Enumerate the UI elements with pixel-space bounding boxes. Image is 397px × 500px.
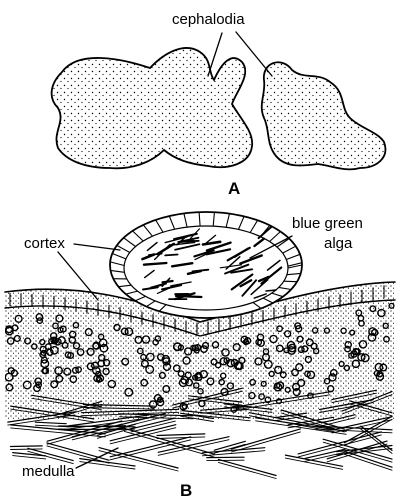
- panel-letter-a: A: [228, 179, 240, 198]
- hypha: [11, 449, 43, 450]
- label-cortex: cortex: [24, 235, 65, 252]
- hypha: [342, 453, 392, 470]
- alga-filament: [165, 255, 177, 256]
- hypha: [35, 422, 66, 424]
- label-cephalodia: cephalodia: [172, 11, 245, 28]
- hypha: [157, 437, 205, 439]
- hypha: [11, 446, 43, 447]
- cephalodium-wall-cell: [284, 281, 297, 282]
- panel-letter-b: B: [180, 481, 192, 500]
- hypha: [157, 434, 205, 436]
- label-blue-green-alga-line1: blue green: [292, 215, 363, 232]
- alga-filament: [176, 296, 201, 297]
- label-blue-green-alga-line2: alga: [324, 235, 353, 252]
- hypha: [218, 462, 276, 478]
- alga-filament: [266, 290, 276, 291]
- panel-b: cortex blue green alga medulla B: [5, 212, 395, 500]
- cephalodium-left: [52, 48, 253, 168]
- hypha: [218, 459, 276, 475]
- hypha: [231, 429, 300, 449]
- panel-a: cephalodia A: [52, 11, 386, 198]
- cephalodium-section: [110, 212, 302, 318]
- hypha: [13, 453, 46, 456]
- hypha: [47, 446, 109, 463]
- hypha: [13, 456, 46, 459]
- label-medulla: medulla: [22, 463, 75, 480]
- hypha: [47, 443, 109, 460]
- cephalodium-right: [262, 62, 386, 169]
